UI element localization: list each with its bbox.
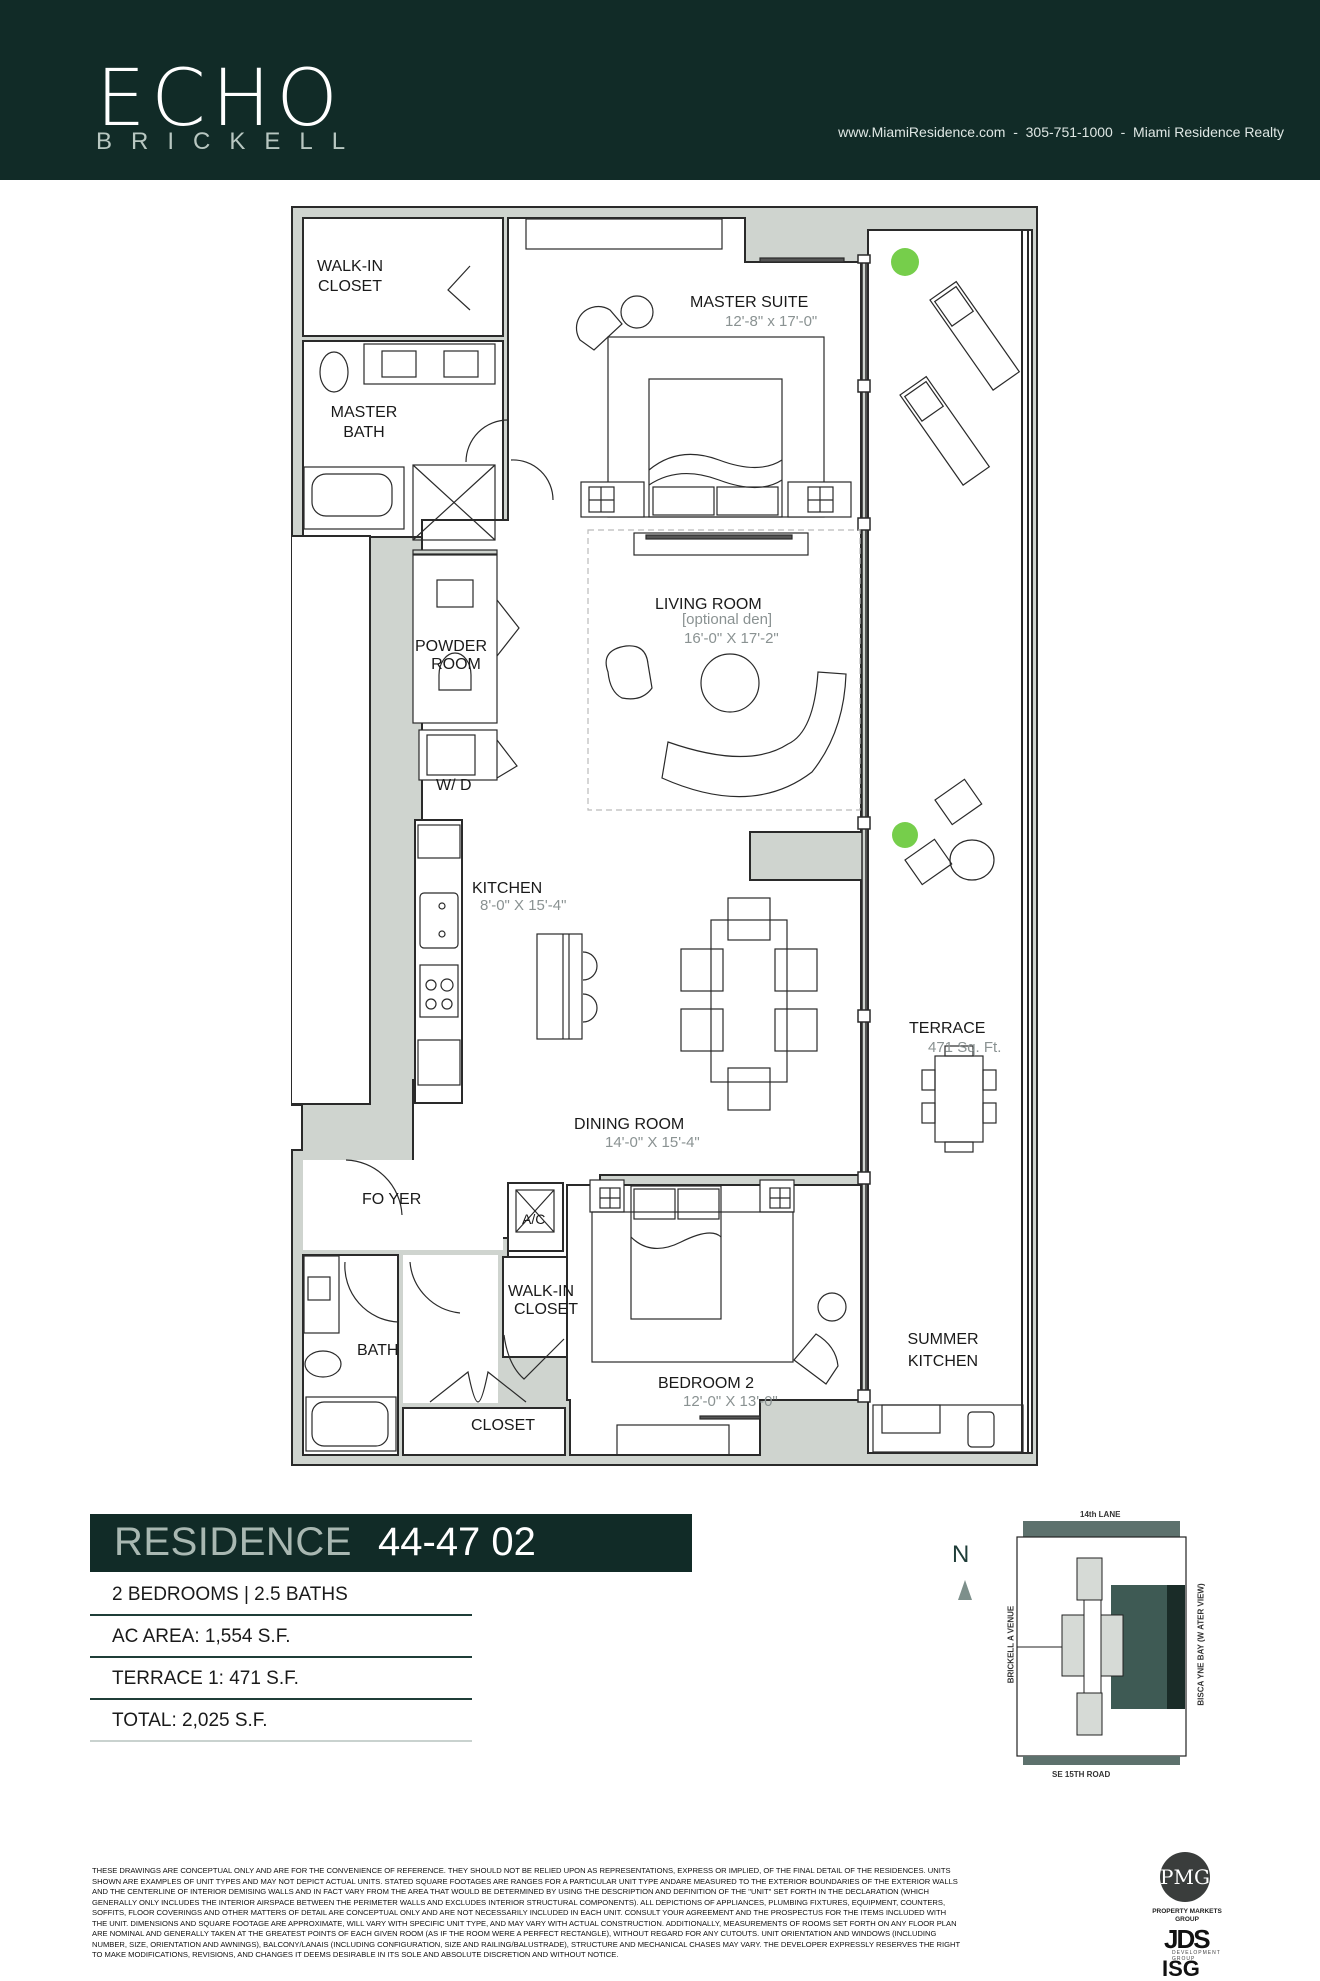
street-left: BRICKELL A VENUE	[1006, 1605, 1016, 1684]
svg-text:KITCHEN: KITCHEN	[908, 1353, 978, 1370]
room-label-master-suite: MASTER SUITE	[690, 294, 808, 311]
header-banner: ECHO BRICKELL www.MiamiResidence.com - 3…	[0, 0, 1320, 180]
room-label-washer-dryer: W/ D	[436, 777, 472, 794]
jds-logo: JDS	[1164, 1924, 1211, 1954]
room-label-master-bath: MASTER	[331, 404, 398, 421]
room-label-closet: CLOSET	[471, 1417, 535, 1434]
spec-terrace: TERRACE 1: 471 S.F.	[90, 1658, 472, 1700]
svg-text:BATH: BATH	[343, 424, 384, 441]
spec-total: TOTAL: 2,025 S.F.	[90, 1700, 472, 1742]
room-label-walkin-closet-2: WALK-IN	[508, 1283, 574, 1300]
svg-text:[optional den]: [optional den]	[682, 611, 772, 628]
street-top: 14th LANE	[1080, 1510, 1121, 1519]
room-label-living-room: LIVING ROOM	[655, 596, 762, 613]
svg-text:ROOM: ROOM	[431, 656, 481, 673]
site-plan: 14th LANE SE 15TH ROAD BRICKELL A VENUE …	[1000, 1500, 1220, 1779]
svg-text:8'-0" X 15'-4": 8'-0" X 15'-4"	[480, 897, 566, 914]
svg-text:14'-0" X 15'-4": 14'-0" X 15'-4"	[605, 1134, 700, 1151]
svg-text:12'-8" x 17'-0": 12'-8" x 17'-0"	[725, 313, 817, 330]
echo-brickell-logo: ECHO BRICKELL	[96, 0, 345, 160]
developer-logos: PMG PROPERTY MARKETS GROUP JDS DEVELOPME…	[1148, 1852, 1228, 1980]
street-bottom: SE 15TH ROAD	[1052, 1770, 1111, 1779]
spec-ac-area: AC AREA: 1,554 S.F.	[90, 1616, 472, 1658]
svg-text:CLOSET: CLOSET	[318, 278, 382, 295]
residence-number: 44-47 02	[378, 1520, 536, 1564]
room-label-foyer: FO YER	[362, 1191, 421, 1208]
room-label-powder-room: POWDER	[415, 638, 487, 655]
svg-text:16'-0" X 17'-2": 16'-0" X 17'-2"	[684, 630, 779, 647]
floor-plan: WALK-IN CLOSET MASTER SUITE 12'-8" x 17'…	[291, 206, 1038, 1466]
pmg-logo: PMG	[1160, 1852, 1210, 1902]
room-label-bath: BATH	[357, 1342, 398, 1359]
residence-title-bar: RESIDENCE 44-47 02	[90, 1514, 692, 1572]
svg-text:CLOSET: CLOSET	[514, 1301, 578, 1318]
svg-text:471 Sq. Ft.: 471 Sq. Ft.	[928, 1039, 1001, 1056]
street-right: BISCA YNE BAY (W ATER VIEW)	[1196, 1583, 1206, 1706]
jds-subtitle: DEVELOPMENT GROUP	[1172, 1950, 1221, 1962]
contact-line: www.MiamiResidence.com - 305-751-1000 - …	[838, 124, 1284, 140]
legal-disclaimer: THESE DRAWINGS ARE CONCEPTUAL ONLY AND A…	[92, 1866, 960, 1959]
room-label-dining-room: DINING ROOM	[574, 1116, 684, 1133]
pmg-name: PROPERTY MARKETS GROUP	[1152, 1908, 1222, 1923]
north-arrow-icon	[958, 1580, 972, 1600]
room-label-ac: A/C	[522, 1211, 545, 1227]
room-label-walkin-closet: WALK-IN	[317, 258, 383, 275]
room-label-summer-kitchen: SUMMER	[907, 1331, 978, 1348]
wardrobe	[525, 218, 723, 250]
residence-label: RESIDENCE	[114, 1520, 352, 1564]
spec-bed-bath: 2 BEDROOMS | 2.5 BATHS	[90, 1574, 472, 1616]
room-label-bedroom-2: BEDROOM 2	[658, 1375, 754, 1392]
room-label-kitchen: KITCHEN	[472, 880, 542, 897]
plant-icon	[891, 248, 919, 848]
north-label: N	[952, 1541, 970, 1568]
logo-echo-text: ECHO	[96, 54, 344, 144]
isg-logo: ISG	[1162, 1956, 1200, 1981]
room-label-terrace: TERRACE	[909, 1020, 985, 1037]
logo-brickell-text: BRICKELL	[96, 128, 365, 155]
svg-text:12'-0" X 13'-0": 12'-0" X 13'-0"	[683, 1393, 778, 1410]
